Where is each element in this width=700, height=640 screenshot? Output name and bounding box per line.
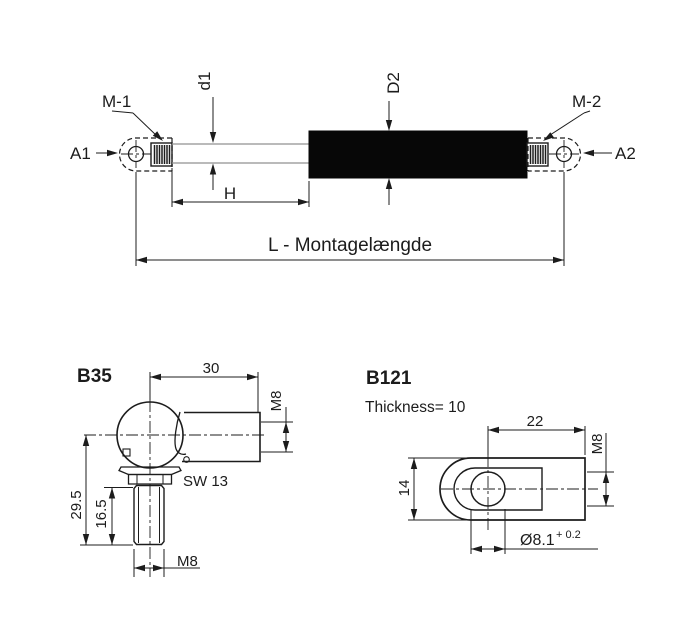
- dim-hole-diameter: Ø8.1: [520, 532, 555, 549]
- wrench-size-label: SW 13: [183, 473, 228, 490]
- dim-stud-length: 16.5: [93, 499, 110, 528]
- dim-h: H: [224, 184, 236, 203]
- ball-notch: [122, 448, 131, 457]
- dim-hole-tolerance: + 0.2: [556, 529, 581, 541]
- label-a1-group: A1: [70, 144, 118, 163]
- threaded-stud: [133, 484, 165, 546]
- dim-14-group: 14: [396, 457, 471, 521]
- dim-socket-length: 30: [203, 360, 220, 377]
- ball-socket: [174, 411, 261, 463]
- hex-flange: [118, 466, 182, 485]
- dim-total-height: 29.5: [68, 490, 85, 519]
- dim-socket-thread: M8: [268, 391, 285, 412]
- label-a2-group: A2: [583, 144, 636, 163]
- b121-detail-view: B121 Thickness= 10 22 M8: [365, 368, 614, 554]
- dim-29-5-group: 29.5: [68, 435, 133, 546]
- piston-rod: [172, 143, 310, 164]
- dim-b121-m8-group: M8: [587, 433, 614, 507]
- dim-16-5-group: 16.5: [93, 487, 133, 545]
- dim-d1: d1: [195, 72, 214, 91]
- cylinder-body: [308, 130, 528, 179]
- dim-socket-m8-group: M8: [261, 391, 293, 453]
- b121-title: B121: [366, 368, 412, 389]
- b35-title: B35: [77, 366, 112, 387]
- assembly-view: A1 A2 M-1 M-2 d1: [70, 72, 636, 266]
- retaining-clip: [174, 411, 187, 456]
- dim-h-group: H: [171, 168, 310, 207]
- dim-30-group: 30: [149, 360, 259, 412]
- dim-d2-group: D2: [384, 72, 403, 205]
- dim-b121-thread: M8: [589, 434, 606, 455]
- dim-length-group: L - Montagelængde: [135, 172, 565, 266]
- left-thread-block: [150, 142, 173, 167]
- dim-stud-thread: M8: [177, 553, 198, 570]
- label-m1-group: M-1: [102, 92, 163, 141]
- dim-d2: D2: [384, 72, 403, 94]
- dim-center-to-end: 22: [527, 413, 544, 430]
- label-m2: M-2: [572, 92, 601, 111]
- dim-width: 14: [396, 480, 413, 497]
- dim-mounting-length: L - Montagelængde: [268, 235, 432, 256]
- dim-22-group: 22: [488, 413, 586, 455]
- label-m1: M-1: [102, 92, 131, 111]
- label-a2: A2: [615, 144, 636, 163]
- label-a1: A1: [70, 144, 91, 163]
- b121-thickness-note: Thickness= 10: [365, 399, 466, 416]
- dim-d1-group: d1: [195, 72, 217, 190]
- right-eyelet-dashed: [527, 137, 582, 172]
- ball-head: [116, 401, 184, 469]
- right-thread-block: [526, 142, 549, 167]
- label-m2-group: M-2: [543, 92, 601, 141]
- dim-stud-m8-group: M8: [133, 549, 200, 577]
- b35-detail-view: B35 SW 13: [68, 360, 293, 577]
- dim-hole-group: Ø8.1 + 0.2: [470, 509, 598, 554]
